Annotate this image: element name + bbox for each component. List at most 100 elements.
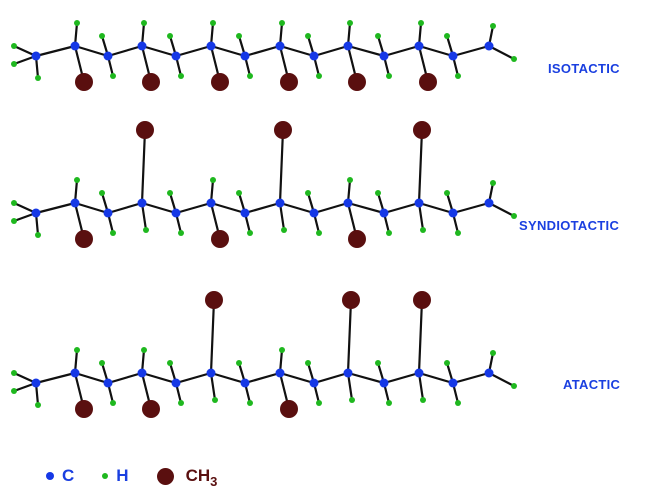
hydrogen-atom	[420, 227, 426, 233]
isotactic-backbone-bond	[346, 44, 386, 58]
carbon-atom	[448, 378, 458, 388]
hydrogen-atom	[210, 177, 216, 183]
methyl-group	[136, 121, 154, 139]
methyl-group	[280, 73, 298, 91]
carbon-atom	[414, 41, 424, 51]
syndiotactic-backbone-bond	[417, 201, 455, 215]
hydrogen-atom	[305, 360, 311, 366]
legend-methyl-base: CH	[185, 466, 211, 485]
hydrogen-atom	[490, 23, 496, 29]
atactic-h-bond	[209, 371, 217, 402]
atactic-h-bond	[487, 371, 516, 388]
isotactic-backbone-bond	[451, 44, 491, 58]
syndiotactic-backbone-bond	[106, 201, 144, 215]
carbon-atom	[206, 41, 216, 51]
carbon-atom	[103, 378, 113, 388]
carbon-atom	[343, 198, 353, 208]
syndiotactic-backbone-bond	[278, 201, 316, 215]
isotactic-backbone-bond	[140, 44, 178, 58]
atactic-backbone-bond	[243, 371, 282, 385]
syndiotactic-h-bond	[140, 201, 148, 232]
isotactic-h-bond	[487, 44, 516, 61]
isotactic-backbone-bond	[417, 44, 455, 58]
syndiotactic-methyl-bond	[140, 128, 147, 205]
methyl-group	[205, 291, 223, 309]
hydrogen-atom	[386, 73, 392, 79]
hydrogen-atom	[455, 73, 461, 79]
hydrogen-atom	[167, 360, 173, 366]
carbon-atom	[103, 51, 113, 61]
atactic-backbone-bond	[451, 371, 491, 385]
atoms-layer	[11, 20, 517, 418]
hydrogen-atom	[490, 180, 496, 186]
hydrogen-atom	[141, 347, 147, 353]
isotactic-backbone-bond	[73, 44, 110, 58]
carbon-atom	[275, 41, 285, 51]
hydrogen-atom	[74, 177, 80, 183]
hydrogen-atom	[490, 350, 496, 356]
syndiotactic-backbone-bond	[209, 201, 247, 215]
methyl-group	[280, 400, 298, 418]
methyl-group	[413, 291, 431, 309]
carbon-atom-icon	[46, 472, 54, 480]
syndiotactic-h-bond	[487, 201, 516, 218]
syndiotactic-backbone-bond	[73, 201, 110, 215]
hydrogen-atom	[143, 227, 149, 233]
carbon-atom	[448, 208, 458, 218]
methyl-group	[274, 121, 292, 139]
hydrogen-atom	[35, 232, 41, 238]
atactic-backbone-bond	[106, 371, 144, 385]
carbon-atom	[275, 368, 285, 378]
isotactic-backbone-bond	[312, 44, 350, 58]
isotactic-backbone-bond	[278, 44, 316, 58]
hydrogen-atom	[386, 400, 392, 406]
syndiotactic-backbone-bond	[243, 201, 282, 215]
carbon-atom	[31, 208, 41, 218]
syndiotactic-h-bond	[278, 201, 286, 232]
carbon-atom	[309, 208, 319, 218]
hydrogen-atom	[178, 400, 184, 406]
isotactic-backbone-bond	[174, 44, 213, 58]
carbon-atom	[484, 41, 494, 51]
syndiotactic-backbone-bond	[346, 201, 386, 215]
carbon-atom	[309, 51, 319, 61]
hydrogen-atom	[247, 73, 253, 79]
isotactic-backbone-bond	[106, 44, 144, 58]
carbon-atom	[31, 51, 41, 61]
carbon-atom	[414, 368, 424, 378]
hydrogen-atom	[375, 33, 381, 39]
methyl-group	[75, 73, 93, 91]
isotactic-backbone-bond	[243, 44, 282, 58]
hydrogen-atom	[444, 190, 450, 196]
carbon-atom	[70, 198, 80, 208]
carbon-atom	[31, 378, 41, 388]
methyl-group	[211, 230, 229, 248]
atactic-methyl-bond	[417, 298, 424, 375]
carbon-atom	[103, 208, 113, 218]
atactic-backbone-bond	[140, 371, 178, 385]
methyl-group	[211, 73, 229, 91]
carbon-atom	[70, 368, 80, 378]
carbon-atom	[240, 378, 250, 388]
carbon-atom	[171, 51, 181, 61]
hydrogen-atom	[236, 190, 242, 196]
methyl-group	[142, 400, 160, 418]
carbon-atom	[240, 208, 250, 218]
hydrogen-atom	[11, 61, 17, 67]
methyl-group	[348, 230, 366, 248]
hydrogen-atom	[178, 230, 184, 236]
hydrogen-atom	[279, 347, 285, 353]
hydrogen-atom	[99, 190, 105, 196]
hydrogen-atom	[511, 383, 517, 389]
atactic-label: ATACTIC	[563, 377, 621, 392]
syndiotactic-backbone-bond	[312, 201, 350, 215]
atactic-backbone-bond	[417, 371, 455, 385]
carbon-atom	[309, 378, 319, 388]
methyl-group	[342, 291, 360, 309]
legend-methyl: CH3	[156, 466, 217, 489]
hydrogen-atom	[110, 230, 116, 236]
hydrogen-atom	[236, 33, 242, 39]
carbon-atom	[240, 51, 250, 61]
methyl-group	[75, 400, 93, 418]
isotactic-backbone-bond	[34, 44, 77, 58]
